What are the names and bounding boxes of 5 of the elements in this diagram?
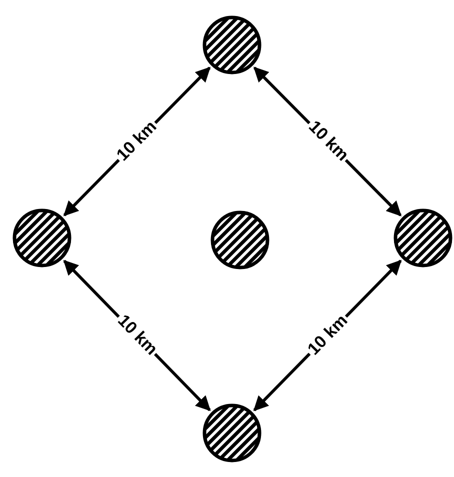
hatched-circle: [392, 207, 454, 269]
hatched-circle: [201, 14, 263, 76]
hatched-circle: [201, 402, 263, 464]
hatched-circle: [11, 207, 73, 269]
hatched-circle: [209, 209, 271, 271]
